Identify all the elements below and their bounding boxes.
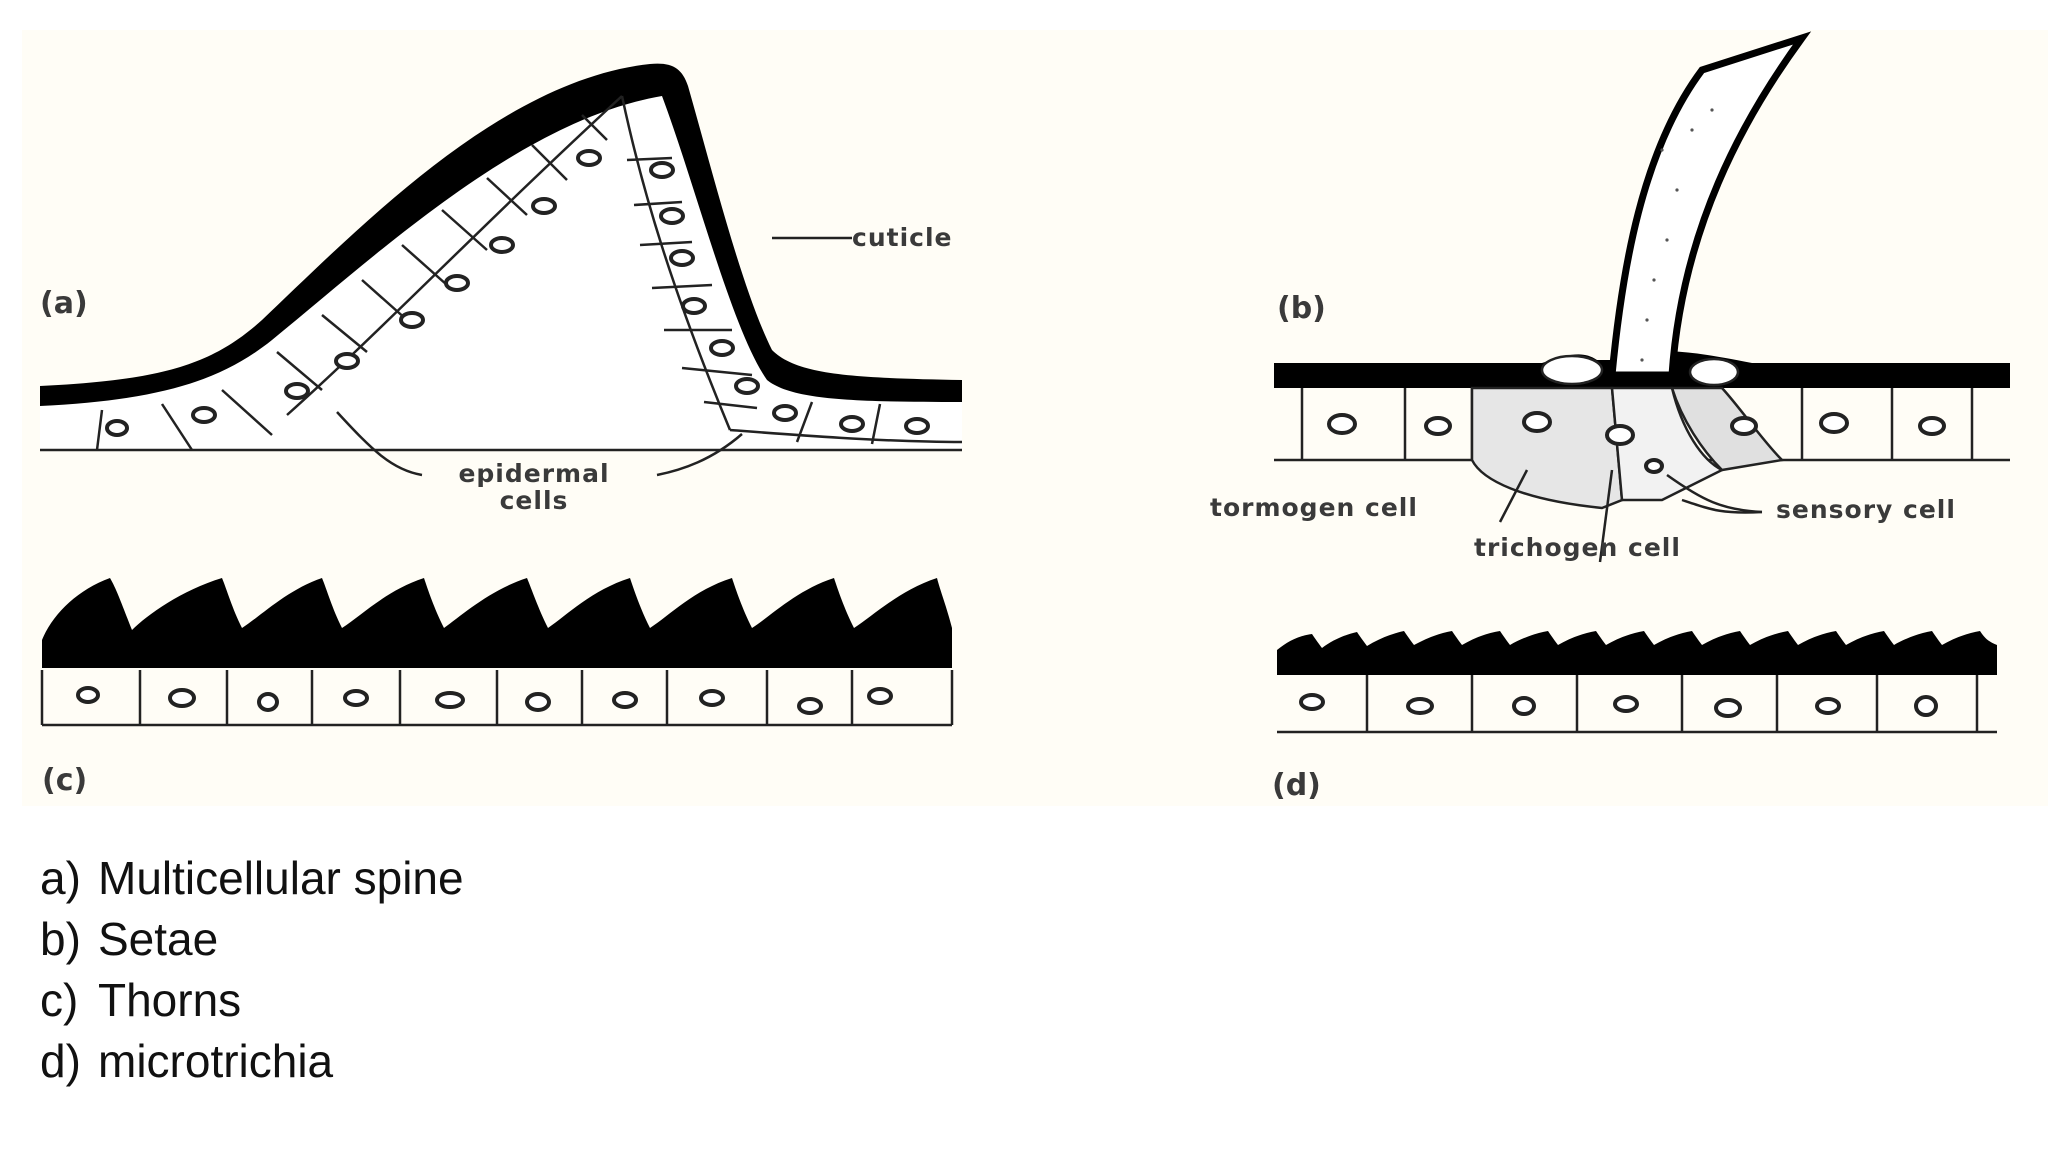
caption-item-d: d) microtrichia: [40, 1031, 464, 1092]
caption-item-a: a) Multicellular spine: [40, 848, 464, 909]
trichogen-label: trichogen cell: [1474, 533, 1681, 562]
caption-marker: b): [40, 913, 81, 965]
caption-marker: d): [40, 1035, 81, 1087]
tormogen-label: tormogen cell: [1210, 493, 1418, 522]
sensory-label: sensory cell: [1776, 495, 1956, 524]
caption-marker: c): [40, 974, 79, 1026]
caption-text: Setae: [98, 913, 219, 965]
cuticle-label: cuticle: [852, 223, 952, 252]
caption-list: a) Multicellular spine b) Setae c) Thorn…: [40, 848, 464, 1092]
panel-a-spine: [40, 63, 963, 477]
cuticle-layer-c: [42, 578, 952, 668]
cuticle-layer-d: [1277, 631, 1997, 675]
panel-a-letter: (a): [40, 286, 88, 321]
caption-item-c: c) Thorns: [40, 970, 464, 1031]
cuticle-layer-a: [40, 63, 962, 406]
panel-b-seta: [1274, 31, 2010, 563]
figure-panel: (a) cuticle epidermal cells: [22, 30, 2048, 806]
caption-item-b: b) Setae: [40, 909, 464, 970]
caption-text: Thorns: [98, 974, 242, 1026]
caption-text: Multicellular spine: [98, 852, 464, 904]
panel-d-letter: (d): [1272, 768, 1321, 803]
panel-c-letter: (c): [42, 763, 87, 798]
panel-b-letter: (b): [1277, 291, 1326, 326]
epidermal-label-line2: cells: [500, 486, 569, 515]
epidermal-label-line1: epidermal: [458, 459, 609, 488]
caption-marker: a): [40, 852, 81, 904]
integument-diagram: (a) cuticle epidermal cells: [40, 31, 2010, 803]
panel-c-thorns: [40, 578, 954, 727]
seta-hair: [1608, 31, 1812, 379]
panel-d-microtrichia: [1277, 631, 1997, 734]
caption-text: microtrichia: [98, 1035, 334, 1087]
